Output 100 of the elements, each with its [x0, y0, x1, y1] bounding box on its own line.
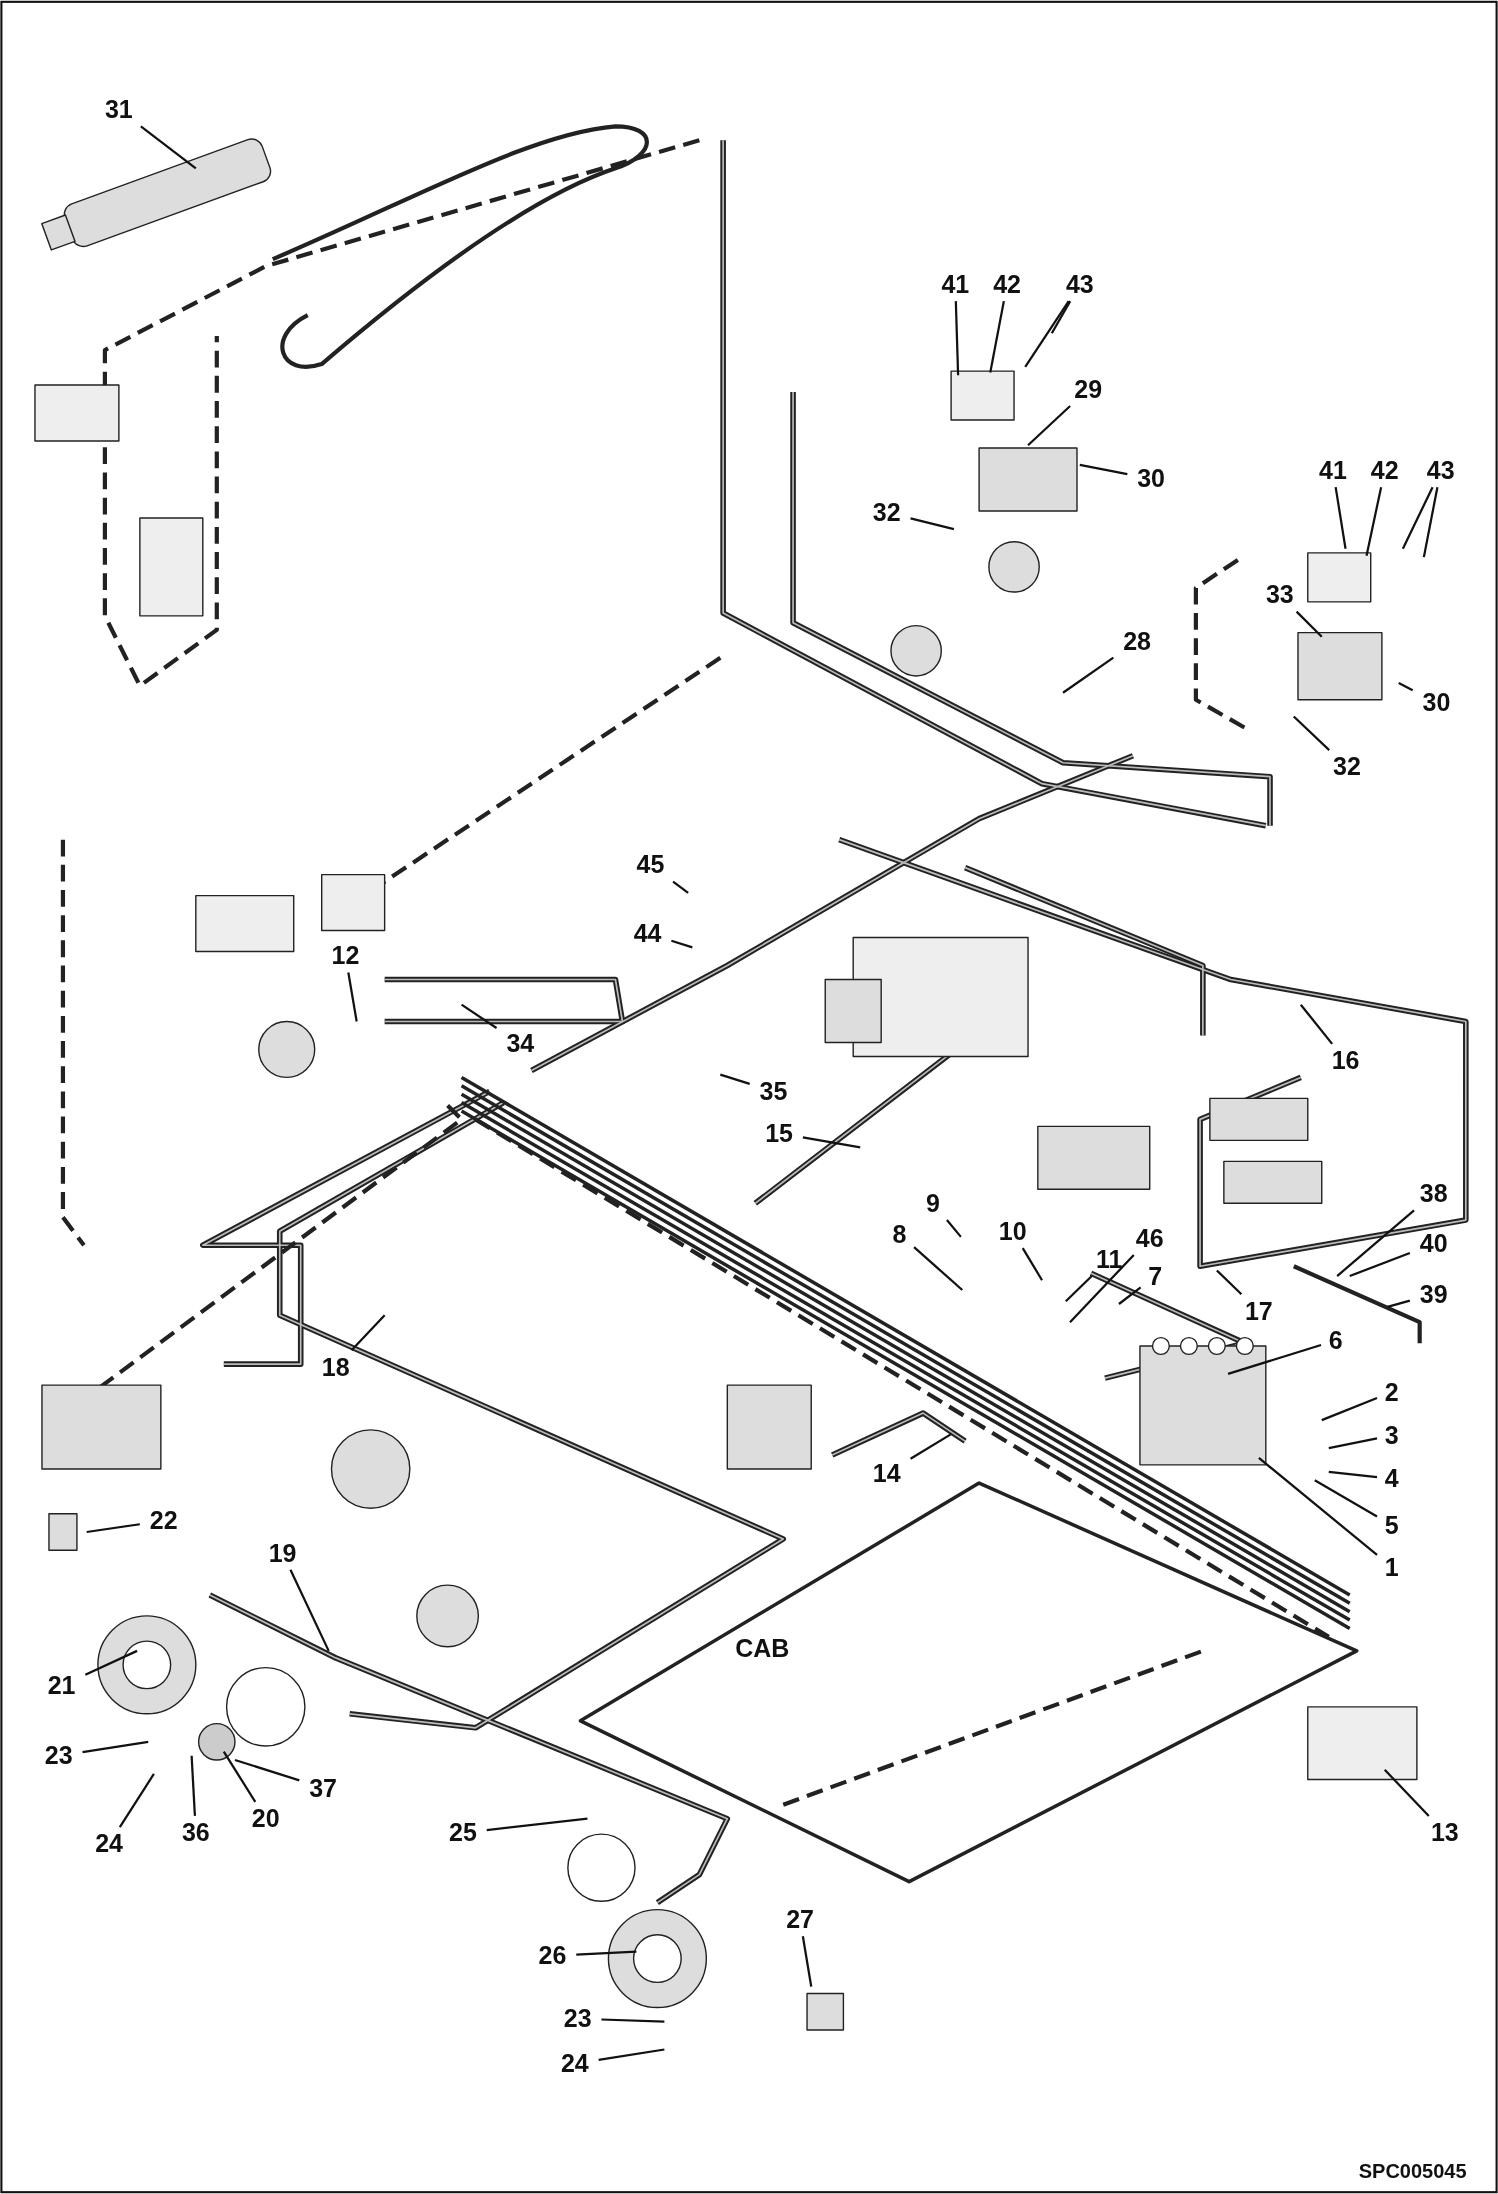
drawing-number: SPC005045: [1358, 2160, 1467, 2181]
callout-number: 17: [1244, 1298, 1273, 1324]
callout-number: 2: [1384, 1379, 1399, 1405]
callout-number: 41: [1319, 457, 1347, 483]
callout-number: 45: [636, 851, 665, 877]
leader-line: [289, 1569, 330, 1652]
callout-number: 16: [1331, 1047, 1360, 1073]
leader-line: [1383, 1769, 1430, 1817]
callout-number: 42: [993, 271, 1021, 297]
area-label: CAB: [735, 1635, 790, 1661]
callout-number: 42: [1370, 457, 1399, 483]
leader-line: [1293, 715, 1330, 751]
callout-number: 12: [331, 942, 360, 968]
leader-line: [720, 1073, 751, 1085]
leader-line: [1050, 300, 1072, 334]
callout-number: 22: [149, 1507, 178, 1533]
callout-number: 38: [1419, 1180, 1448, 1206]
leader-line: [140, 125, 197, 170]
callout-number: 27: [786, 1906, 814, 1932]
leader-line: [1334, 487, 1347, 549]
leader-line: [598, 2048, 665, 2061]
leader-line: [222, 1751, 257, 1803]
leader-line: [1299, 1004, 1333, 1045]
callout-number: 36: [181, 1819, 210, 1845]
leader-line: [910, 517, 955, 531]
leader-line: [1062, 656, 1114, 694]
leader-line: [1365, 486, 1383, 556]
callout-number: 7: [1148, 1263, 1163, 1289]
leader-line: [913, 1246, 964, 1291]
callout-number: 39: [1419, 1281, 1448, 1307]
leader-line: [234, 1758, 300, 1782]
leader-line: [1349, 1251, 1411, 1278]
leader-line: [1328, 1437, 1378, 1450]
leader-line: [347, 972, 358, 1022]
leader-line: [801, 1936, 813, 1987]
leader-line: [1027, 405, 1071, 447]
callout-number: 6: [1328, 1327, 1343, 1353]
leader-line: [118, 1773, 155, 1828]
leader-line: [954, 301, 960, 376]
callout-number: 1: [1384, 1554, 1399, 1580]
callout-number: 24: [560, 2050, 589, 2076]
callout-number: 10: [998, 1218, 1027, 1244]
leader-line: [671, 939, 693, 949]
leader-line: [190, 1755, 196, 1816]
callout-number: 20: [251, 1805, 280, 1831]
callout-number: 30: [1422, 689, 1451, 715]
callout-number: 41: [941, 271, 970, 297]
callout-number: 31: [104, 96, 133, 122]
leader-line: [1314, 1479, 1378, 1518]
callout-number: 21: [47, 1672, 76, 1698]
callout-number: 30: [1137, 465, 1165, 491]
leader-line: [84, 1649, 138, 1676]
leader-line: [86, 1523, 141, 1534]
leader-line: [1069, 1254, 1135, 1323]
callout-number: 43: [1426, 457, 1455, 483]
callout-number: 43: [1065, 271, 1094, 297]
callout-number: 26: [538, 1942, 567, 1968]
callout-number: 24: [95, 1830, 123, 1856]
leader-line: [1216, 1269, 1243, 1296]
callout-number: 35: [759, 1078, 788, 1104]
callout-number: 14: [872, 1460, 901, 1486]
callout-number: 9: [925, 1190, 940, 1216]
callout-number: 25: [449, 1819, 477, 1845]
leader-line: [1398, 682, 1414, 692]
leader-line: [946, 1219, 962, 1238]
leader-line: [486, 1817, 588, 1832]
leader-line: [350, 1314, 386, 1351]
leader-line: [909, 1433, 952, 1460]
leader-line: [672, 880, 689, 894]
callout-number: 32: [872, 499, 901, 525]
callout-number: 15: [765, 1120, 793, 1146]
leader-line: [460, 1003, 498, 1029]
leader-line: [1079, 463, 1128, 476]
callout-number: 28: [1123, 628, 1152, 654]
callout-number: 4: [1384, 1465, 1399, 1491]
callout-number: 8: [892, 1221, 907, 1247]
leader-line: [1227, 1343, 1322, 1375]
leader-line: [989, 300, 1005, 373]
callout-number: 5: [1384, 1512, 1399, 1538]
leader-line: [1328, 1470, 1378, 1479]
callout-number: 3: [1384, 1422, 1399, 1448]
leader-line: [601, 2018, 665, 2023]
leader-line: [1321, 1396, 1378, 1422]
leader-line: [1401, 486, 1434, 550]
leader-line: [1258, 1457, 1378, 1556]
leader-line: [1387, 1299, 1411, 1308]
leader-line: [1024, 300, 1070, 368]
leader-line: [1065, 1275, 1093, 1302]
leader-line: [1336, 1209, 1415, 1277]
callout-number: 13: [1430, 1819, 1459, 1845]
callout-number: 46: [1135, 1225, 1164, 1251]
leader-line: [1021, 1247, 1043, 1281]
callout-number: 19: [268, 1540, 297, 1566]
callout-number: 18: [321, 1354, 350, 1379]
callout-number: 23: [563, 2005, 592, 2031]
callout-number: 37: [309, 1775, 337, 1800]
leader-line: [1118, 1286, 1142, 1305]
leader-line: [82, 1740, 149, 1754]
leader-line: [802, 1136, 861, 1149]
callout-number: 40: [1419, 1230, 1448, 1256]
